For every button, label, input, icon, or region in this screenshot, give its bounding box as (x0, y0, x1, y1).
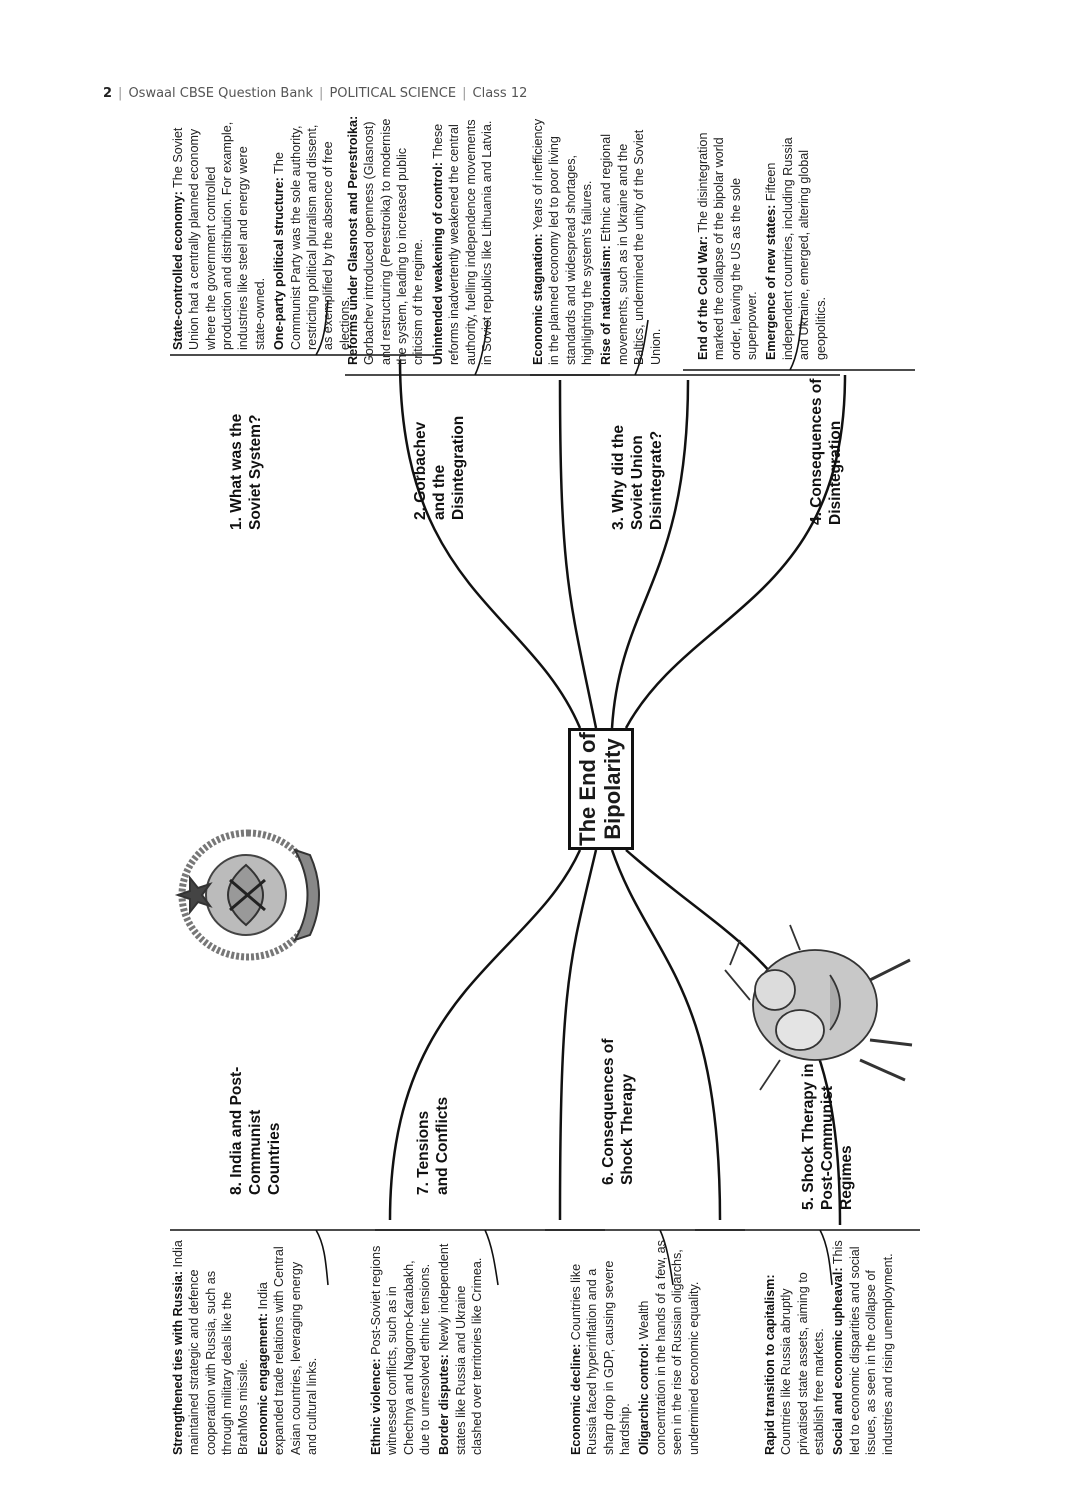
point-item: Oligarchic control: Wealth concentration… (637, 1240, 701, 1455)
branch-title-2: 2. Gorbachev and the Disintegration (412, 415, 467, 520)
branch-title-3: 3. Why did the Soviet Union Disintegrate… (610, 424, 665, 530)
point-item: Unintended weakening of control: These r… (430, 119, 494, 366)
point-item: State-controlled economy: The Soviet Uni… (171, 121, 267, 350)
point-item: Emergence of new states: Fifteen indepen… (764, 137, 828, 360)
connector-branch-7 (558, 849, 598, 1221)
publisher-name: Oswaal CBSE Question Bank (128, 86, 314, 101)
point-item: Economic stagnation: Years of inefficien… (531, 118, 595, 365)
branch-title-8: 8. India and Post-Communist Countries (228, 1066, 283, 1195)
point-item: One-party political structure: The Commu… (272, 124, 352, 350)
connector-branch-2 (558, 379, 598, 729)
subject-name: POLITICAL SCIENCE (329, 86, 457, 101)
branch-1-points: State-controlled economy: The Soviet Uni… (170, 115, 356, 350)
branch-title-7: 7. Tensions and Conflicts (415, 1096, 451, 1195)
connector-lines (170, 299, 920, 1286)
connector-branch-3 (610, 379, 690, 729)
connector-branch-1 (398, 359, 582, 729)
point-item: Rapid transition to capitalism: Countrie… (763, 1272, 827, 1455)
shock-therapy-cartoon-icon (724, 924, 913, 1091)
point-item: Reforms under Glasnost and Perestroika: … (346, 115, 426, 365)
class-name: Class 12 (472, 86, 528, 101)
point-item: Ethnic violence: Post-Soviet regions wit… (369, 1245, 433, 1455)
brace-branch-5 (695, 1229, 920, 1286)
connector-branch-6 (610, 849, 722, 1221)
branch-8-points: Strengthened ties with Russia: India mai… (170, 1240, 323, 1455)
branch-title-1: 1. What was the Soviet System? (228, 413, 264, 530)
connector-branch-8 (388, 849, 582, 1221)
point-item: End of the Cold War: The disintegration … (696, 132, 760, 360)
connector-branch-4 (624, 374, 847, 729)
branch-5-points: Rapid transition to capitalism: Countrie… (762, 1240, 899, 1455)
branch-6-points: Economic decline: Countries like Russia … (568, 1240, 705, 1455)
brace-branch-4 (683, 314, 915, 371)
central-topic-line2: Bipolarity (600, 738, 625, 840)
brace-branch-1 (170, 299, 435, 356)
brace-branch-3 (530, 319, 840, 376)
branch-title-6: 6. Consequences of Shock Therapy (600, 1038, 636, 1185)
branch-3-points: Economic stagnation: Years of inefficien… (530, 115, 667, 365)
point-item: Border disputes: Newly independent state… (437, 1243, 485, 1455)
branch-7-points: Ethnic violence: Post-Soviet regions wit… (368, 1240, 489, 1455)
point-item: Economic engagement: India expanded trad… (255, 1246, 319, 1455)
branch-title-4: 4. Consequences of Disintegration (808, 378, 844, 525)
point-item: Rise of nationalism: Ethnic and regional… (599, 129, 663, 365)
point-item: Strengthened ties with Russia: India mai… (171, 1240, 251, 1455)
branch-4-points: End of the Cold War: The disintegration … (695, 115, 832, 360)
branch-2-points: Reforms under Glasnost and Perestroika: … (345, 115, 498, 365)
point-item: Economic decline: Countries like Russia … (569, 1260, 633, 1455)
page-number: 2 (103, 86, 113, 101)
page-header: 2|Oswaal CBSE Question Bank|POLITICAL SC… (103, 86, 528, 101)
point-item: Social and economic upheaval: This led t… (831, 1240, 895, 1455)
soviet-emblem-icon (174, 829, 320, 961)
central-topic-line1: The End of (575, 732, 601, 846)
